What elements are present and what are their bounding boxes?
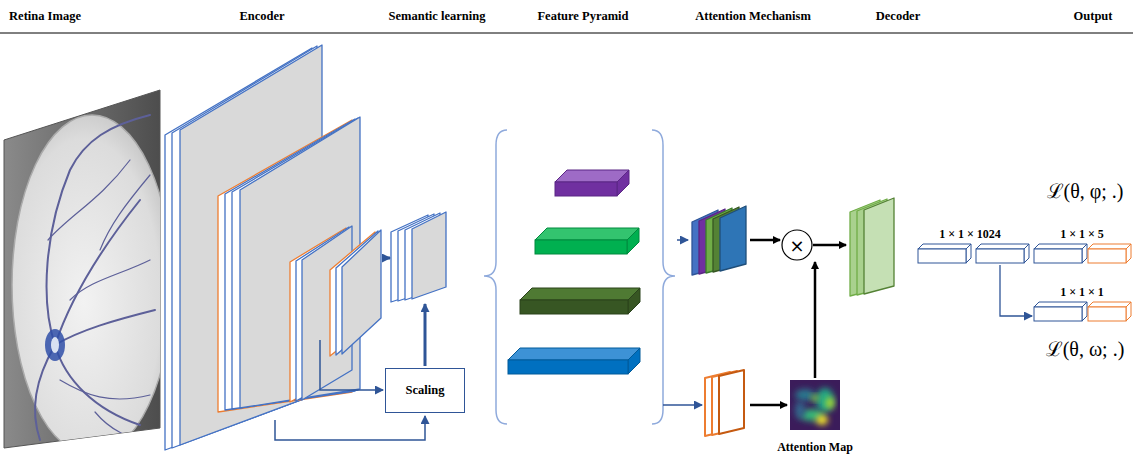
block-front bbox=[976, 249, 1024, 263]
feature-map-slab bbox=[719, 370, 744, 434]
map-blob bbox=[816, 415, 828, 425]
vessel bbox=[48, 160, 130, 240]
vessel bbox=[60, 380, 150, 399]
vessel bbox=[95, 412, 150, 440]
network-layers bbox=[165, 45, 1131, 450]
column-heading: Retina Image bbox=[9, 9, 81, 24]
block-side bbox=[1082, 302, 1087, 321]
retina-clip bbox=[12, 115, 172, 455]
block-side bbox=[1082, 244, 1087, 263]
block-top bbox=[520, 288, 640, 300]
map-blob bbox=[811, 395, 819, 401]
flow-arrow bbox=[1000, 265, 1032, 316]
map-blob bbox=[826, 397, 834, 409]
box-label: Scaling bbox=[406, 383, 445, 398]
multiply-circle bbox=[782, 230, 812, 260]
block-front bbox=[918, 249, 966, 263]
optic-cup bbox=[51, 337, 59, 353]
attention-map bbox=[790, 380, 840, 430]
block-side bbox=[1024, 244, 1029, 263]
feature-map-slab bbox=[720, 206, 746, 271]
block-top bbox=[976, 244, 1029, 249]
block-front bbox=[520, 300, 628, 314]
tensor-size: 1 × 1 × 5 bbox=[1060, 227, 1104, 242]
block-top bbox=[1034, 244, 1087, 249]
retina-image bbox=[4, 90, 172, 455]
multiply-symbol: × bbox=[789, 235, 804, 256]
column-heading: Feature Pyramid bbox=[537, 9, 628, 24]
block-front bbox=[555, 182, 617, 196]
optic-disc bbox=[45, 329, 65, 361]
block-side bbox=[1126, 244, 1131, 263]
block-front bbox=[1034, 249, 1082, 263]
block-front bbox=[1088, 249, 1126, 263]
map-blob bbox=[816, 388, 834, 412]
column-heading: Output bbox=[1074, 9, 1113, 24]
map-blob bbox=[795, 401, 805, 419]
block-side bbox=[628, 288, 640, 314]
header-rule bbox=[0, 33, 1133, 34]
flow-arrow bbox=[814, 262, 817, 378]
block-side bbox=[1126, 302, 1131, 321]
block-top bbox=[918, 244, 971, 249]
block-side bbox=[627, 228, 639, 254]
flow-arrow bbox=[275, 416, 425, 440]
vessel bbox=[70, 260, 150, 300]
column-heading: Semantic learning bbox=[389, 9, 486, 24]
block-front bbox=[535, 240, 627, 254]
feature-map-slab bbox=[412, 212, 446, 299]
feature-map-slab bbox=[864, 198, 894, 294]
block-side bbox=[617, 170, 629, 196]
loss-formula: ℒ(θ, φ; .) bbox=[1047, 177, 1124, 204]
vessel bbox=[55, 310, 155, 345]
figure-caption: Attention Map bbox=[777, 440, 853, 455]
block-top bbox=[508, 348, 640, 360]
flow-arrow bbox=[750, 404, 787, 407]
flow-arrow bbox=[382, 257, 390, 260]
flow-arrow bbox=[813, 244, 846, 247]
process-box: Scaling bbox=[385, 368, 465, 413]
flow-arrow bbox=[320, 340, 383, 390]
flow-arrow bbox=[663, 404, 702, 406]
block-top bbox=[1034, 302, 1087, 307]
column-heading: Encoder bbox=[239, 9, 284, 24]
column-heading: Attention Mechanism bbox=[695, 9, 811, 24]
retina-disc bbox=[12, 115, 172, 455]
flow-arrow bbox=[750, 239, 780, 242]
brace bbox=[484, 130, 507, 424]
tensor-size: 1 × 1 × 1024 bbox=[939, 227, 1001, 242]
block-top bbox=[1088, 302, 1131, 307]
block-side bbox=[628, 348, 640, 374]
brace bbox=[652, 130, 675, 424]
flow-arrow bbox=[424, 304, 427, 366]
block-top bbox=[555, 170, 629, 182]
block-front bbox=[508, 360, 628, 374]
flow-arrow bbox=[677, 239, 688, 241]
vessel bbox=[47, 115, 150, 345]
feature-map-slab bbox=[342, 230, 381, 354]
tensor-size: 1 × 1 × 1 bbox=[1060, 285, 1104, 300]
loss-formula: ℒ(θ, ω; .) bbox=[1046, 335, 1125, 362]
block-side bbox=[966, 244, 971, 263]
flow-arrows bbox=[275, 240, 1032, 440]
block-front bbox=[1088, 307, 1126, 321]
block-front bbox=[1034, 307, 1082, 321]
block-top bbox=[535, 228, 639, 240]
map-ground bbox=[790, 380, 840, 430]
column-heading: Decoder bbox=[876, 9, 920, 24]
block-top bbox=[1088, 244, 1131, 249]
